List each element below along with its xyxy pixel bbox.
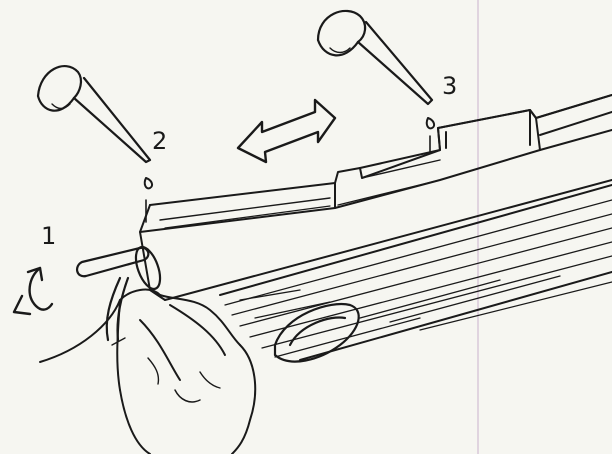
step-label-1: 1 (41, 222, 57, 250)
trigger-guard (273, 302, 360, 363)
rifle (139, 94, 612, 363)
barrel-bottom (539, 111, 612, 136)
rear-sight-block (437, 109, 541, 151)
receiver-front (139, 204, 166, 301)
double-arrow-icon (236, 98, 337, 164)
step-label-3: 3 (442, 72, 458, 100)
step-label-2: 2 (152, 127, 168, 155)
barrel-top (535, 94, 612, 119)
receiver-lower-edge (164, 179, 612, 301)
hand (39, 288, 257, 454)
receiver-groove-2 (164, 205, 331, 229)
oil-drop-icon (143, 177, 154, 190)
bolt-handle (76, 245, 162, 342)
oil-drop-icon (425, 117, 436, 130)
stock (219, 184, 612, 361)
receiver-upper-side (139, 129, 612, 233)
receiver-groove (159, 197, 331, 221)
oil-can-nozzle-icon (316, 10, 434, 106)
slide-channel (334, 149, 441, 209)
curved-arrow-icon (12, 266, 54, 316)
oil-can-nozzle-icon (36, 65, 152, 164)
